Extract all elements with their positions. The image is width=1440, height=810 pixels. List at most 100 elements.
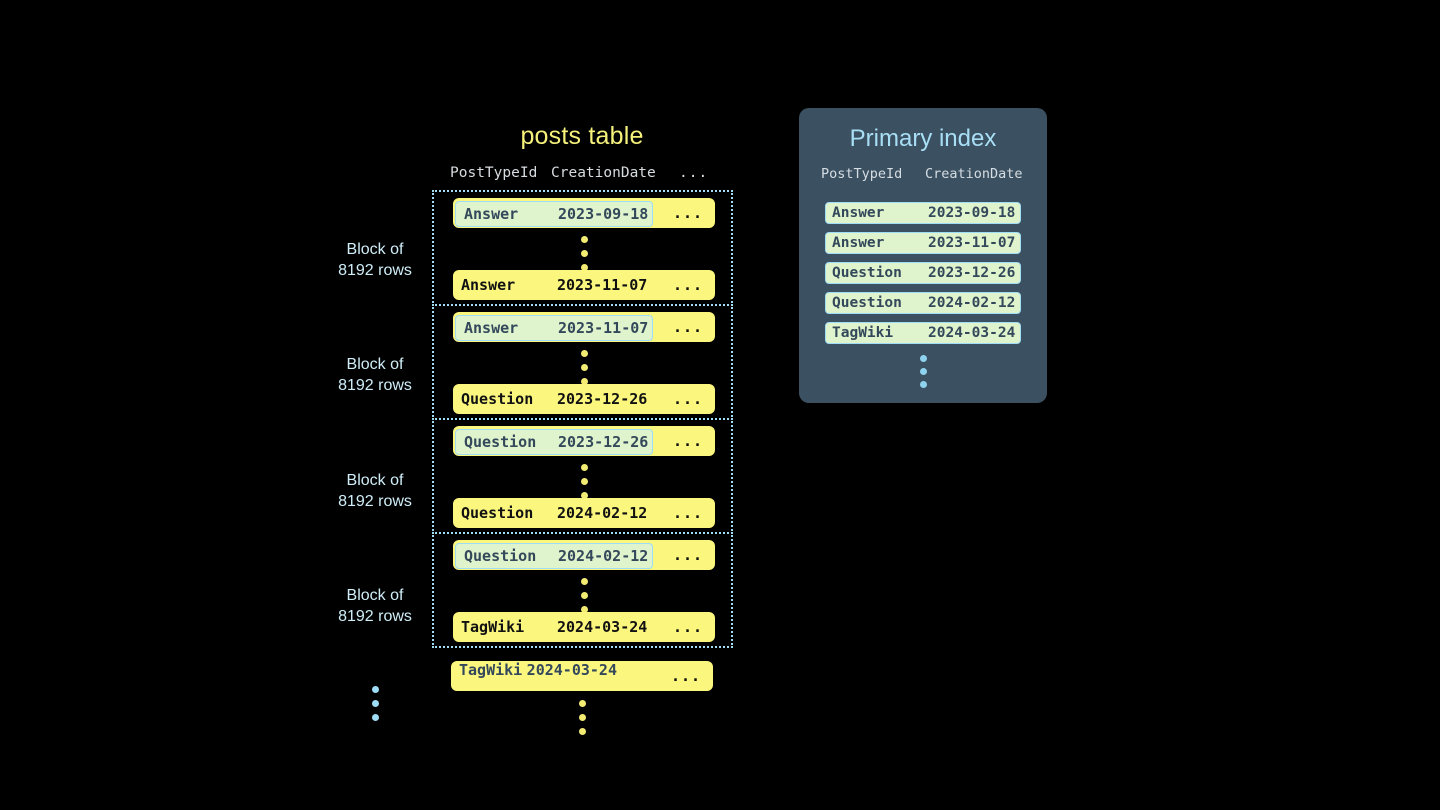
posts-table-blocks: Answer 2023-09-18 ... Answer 2023-11-07	[432, 190, 733, 648]
cell-rest-ellipsis: ...	[672, 618, 704, 636]
dot	[919, 368, 927, 375]
block-label-1: Block of 8192 rows	[305, 239, 445, 281]
cell-posttypeid: TagWiki	[832, 325, 894, 341]
row-key-highlight: Question 2024-02-12	[455, 543, 653, 569]
table-row: Answer 2023-11-07 ...	[453, 312, 715, 342]
block-label-line2: 8192 rows	[338, 493, 412, 510]
block-label-line1: Block of	[346, 356, 404, 373]
dot	[371, 700, 379, 707]
posts-table-column-headers: PostTypeId CreationDate ...	[433, 165, 733, 187]
column-header-posttypeid: PostTypeId	[821, 166, 903, 182]
table-row: Question 2023-12-26 ...	[453, 426, 715, 456]
dot	[581, 350, 588, 357]
blocks-continue-ellipsis-dots	[305, 686, 445, 721]
table-block: Answer 2023-09-18 ... Answer 2023-11-07	[432, 190, 733, 306]
block-label-3: Block of 8192 rows	[305, 470, 445, 512]
cell-posttypeid: Question	[464, 547, 537, 565]
cell-creationdate: 2023-11-07	[928, 235, 1016, 251]
column-header-posttypeid: PostTypeId	[450, 165, 538, 181]
table-row: Answer 2023-11-07 ...	[453, 270, 715, 300]
cell-posttypeid: Question	[461, 504, 534, 522]
row-key-plain: Answer 2023-11-07	[453, 270, 653, 300]
dot	[919, 355, 927, 362]
cell-creationdate: 2024-03-24	[526, 661, 617, 679]
primary-index-rows: Answer 2023-09-18 Answer 2023-11-07 Ques…	[825, 202, 1021, 352]
cell-creationdate: 2024-03-24	[928, 325, 1016, 341]
block-label-line1: Block of	[346, 587, 404, 604]
cell-posttypeid: Question	[464, 433, 537, 451]
row-key-plain: TagWiki 2024-03-24	[453, 612, 653, 642]
row-key-cells: Question 2024-02-12	[453, 498, 653, 528]
dot	[371, 686, 379, 693]
block-label-line2: 8192 rows	[338, 262, 412, 279]
dot	[581, 464, 588, 471]
dot	[581, 492, 588, 499]
cell-posttypeid: Answer	[832, 205, 885, 221]
dot	[919, 381, 927, 388]
primary-index-column-headers: PostTypeId CreationDate	[799, 166, 1047, 188]
row-key-cells: TagWiki 2024-03-24	[453, 612, 653, 642]
dot	[581, 378, 588, 385]
primary-index-ellipsis-dots	[799, 355, 1047, 388]
row-key-cells: Answer 2023-11-07	[453, 270, 653, 300]
cell-rest-ellipsis: ...	[672, 204, 704, 222]
cell-rest-ellipsis: ...	[672, 546, 704, 564]
cell-posttypeid: TagWiki	[459, 661, 523, 679]
cell-creationdate: 2024-02-12	[557, 504, 648, 522]
dot	[581, 264, 588, 271]
row-key-cells: Answer 2023-11-07	[453, 312, 653, 342]
dot	[581, 606, 588, 613]
row-key-cells: Question 2023-12-26	[453, 426, 653, 456]
table-row: Question 2024-02-12 ...	[453, 540, 715, 570]
column-header-ellipsis: ...	[679, 165, 709, 181]
block-label-line1: Block of	[346, 241, 404, 258]
table-block: Question 2024-02-12 ... TagWiki 2024-03-…	[432, 532, 733, 648]
cell-creationdate: 2023-12-26	[928, 265, 1016, 281]
cell-rest-ellipsis: ...	[672, 318, 704, 336]
index-row: Question 2024-02-12	[825, 292, 1021, 314]
row-key-plain: Question 2023-12-26	[453, 384, 653, 414]
cell-rest-ellipsis: ...	[672, 504, 704, 522]
index-row: Question 2023-12-26	[825, 262, 1021, 284]
row-ellipsis-dots	[434, 236, 735, 271]
cell-creationdate: 2023-12-26	[558, 433, 649, 451]
cell-posttypeid: Question	[461, 390, 534, 408]
posts-table-title: posts table	[520, 122, 644, 150]
table-block: Answer 2023-11-07 ... Question 2023-12-2…	[432, 304, 733, 420]
row-key-highlight: Answer 2023-09-18	[455, 201, 653, 227]
row-key-cells: Question 2024-02-12	[453, 540, 653, 570]
cell-rest-ellipsis: ...	[672, 390, 704, 408]
cell-rest-ellipsis: ...	[670, 667, 702, 685]
row-key-highlight: Answer 2023-11-07	[455, 315, 653, 341]
cell-posttypeid: Question	[832, 265, 902, 281]
block-label-2: Block of 8192 rows	[305, 354, 445, 396]
row-ellipsis-dots	[434, 578, 735, 613]
block-label-line2: 8192 rows	[338, 377, 412, 394]
cell-posttypeid: Question	[832, 295, 902, 311]
column-header-creationdate: CreationDate	[925, 166, 1023, 182]
cell-creationdate: 2024-02-12	[558, 547, 649, 565]
table-block: Question 2023-12-26 ... Question 2024-02…	[432, 418, 733, 534]
dot	[581, 592, 588, 599]
cell-creationdate: 2023-09-18	[558, 205, 649, 223]
dot	[371, 714, 379, 721]
block-label-line1: Block of	[346, 472, 404, 489]
index-row: Answer 2023-11-07	[825, 232, 1021, 254]
block-label-line2: 8192 rows	[338, 608, 412, 625]
row-key-cells: Answer 2023-09-18	[453, 198, 653, 228]
cell-creationdate: 2023-09-18	[928, 205, 1016, 221]
cell-creationdate: 2024-03-24	[557, 618, 648, 636]
dot	[579, 728, 586, 735]
primary-index-panel: Primary index PostTypeId CreationDate An…	[799, 108, 1047, 403]
cell-posttypeid: TagWiki	[461, 618, 525, 636]
row-ellipsis-dots	[434, 464, 735, 499]
dot	[581, 364, 588, 371]
row-key-cells: TagWiki 2024-03-24	[451, 661, 713, 680]
table-tail-ellipsis-dots	[432, 700, 733, 735]
index-row: Answer 2023-09-18	[825, 202, 1021, 224]
primary-index-title: Primary index	[849, 125, 997, 152]
cell-rest-ellipsis: ...	[672, 432, 704, 450]
cell-creationdate: 2023-12-26	[557, 390, 648, 408]
block-label-4: Block of 8192 rows	[305, 585, 445, 627]
